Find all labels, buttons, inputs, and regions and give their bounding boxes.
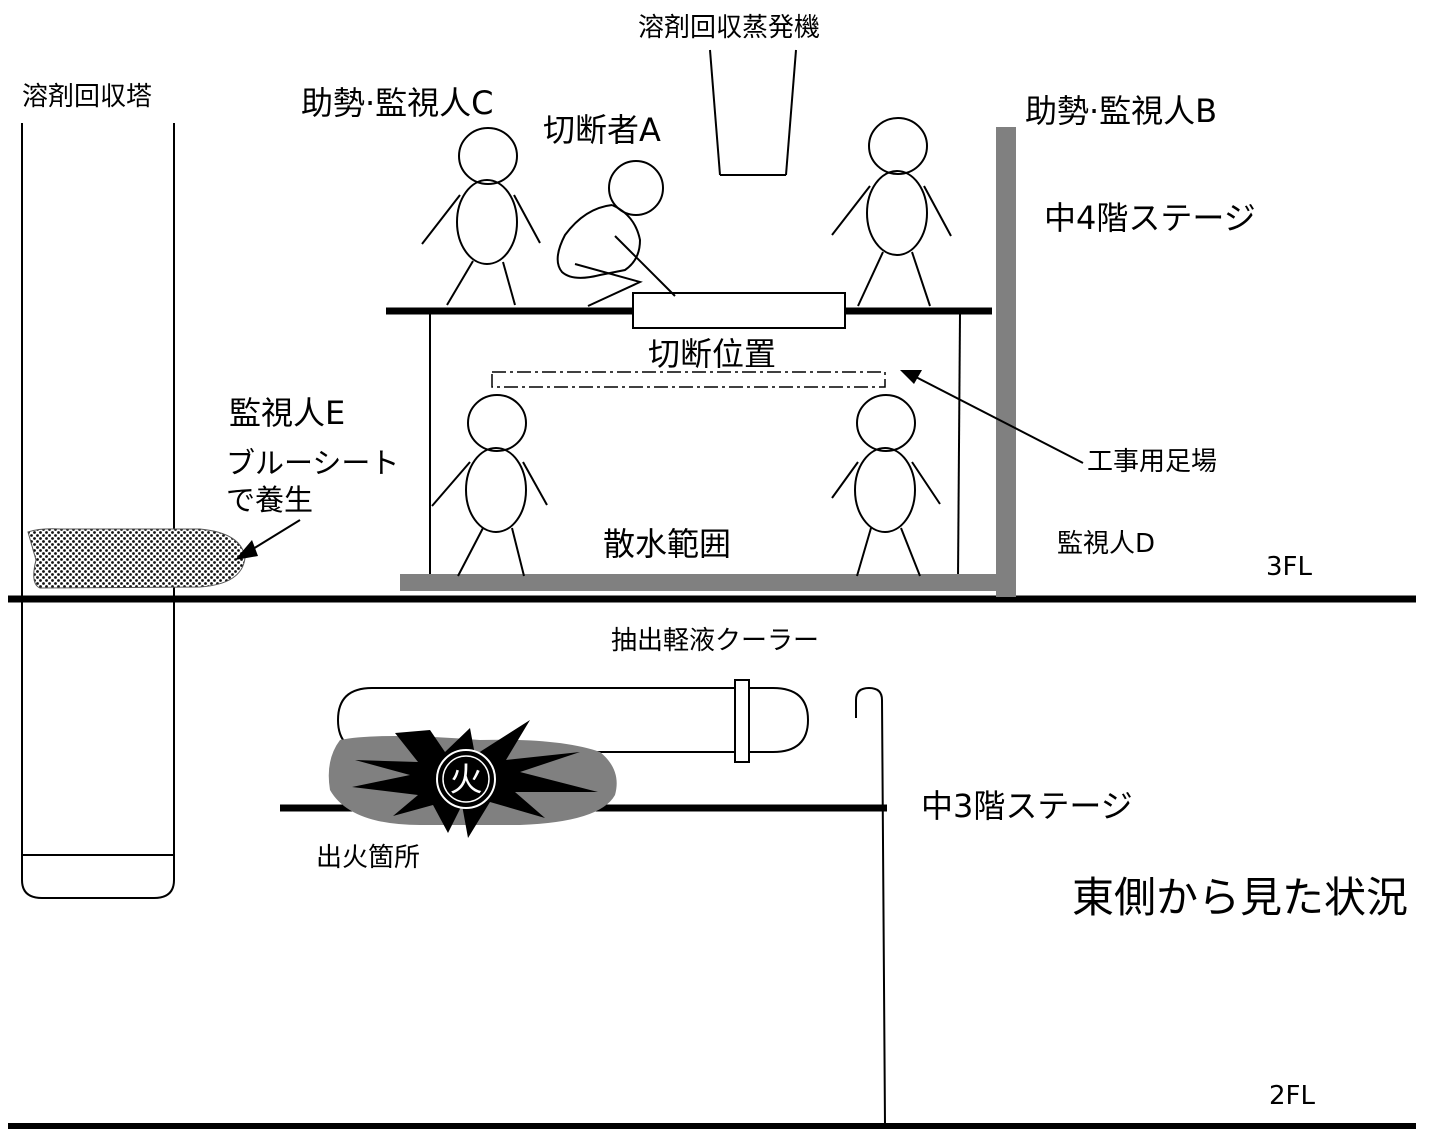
stage-mid4-label: 中4階ステージ	[1044, 199, 1256, 237]
tower-label: 溶剤回収塔	[22, 82, 153, 112]
fire-symbol-text: 火	[450, 760, 483, 799]
fire-origin-label: 出火箇所	[316, 843, 421, 873]
construction-scaffold	[429, 313, 961, 579]
person-assistant-c	[421, 127, 541, 306]
light-liquid-cooler	[336, 679, 810, 763]
floor-3fl-label: 3FL	[1266, 552, 1312, 582]
evaporator-label: 溶剤回収蒸発機	[638, 13, 821, 43]
scaffold-arrowhead	[900, 370, 922, 384]
blue-sheet-arrow	[247, 519, 301, 553]
cut-position-label: 切断位置	[648, 335, 777, 373]
scaffold-dashed-outline	[491, 371, 886, 388]
blue-sheet-label-line1: ブルーシート	[226, 446, 400, 480]
person-cutter-a	[556, 160, 676, 307]
scaffold-arrow	[911, 374, 1084, 464]
person-assistant-b	[831, 117, 952, 307]
scaffold-wall	[996, 127, 1016, 597]
stage-mid3-label: 中3階ステージ	[921, 787, 1133, 825]
spray-range-label: 散水範囲	[603, 525, 732, 563]
scaffold-label: 工事用足場	[1087, 447, 1218, 477]
watcher-e-label: 監視人E	[229, 394, 346, 432]
view-title: 東側から見た状況	[1072, 873, 1409, 922]
water-spray-floor	[400, 574, 1016, 591]
blue-sheet-arrowhead	[235, 540, 258, 560]
blue-sheet-cover	[27, 528, 246, 589]
vertical-pipe	[855, 686, 886, 1127]
cut-position-box	[632, 292, 846, 329]
fire-symbol-icon: 火	[436, 749, 496, 809]
person-lower-right	[831, 394, 941, 577]
floor-2fl-label: 2FL	[1269, 1081, 1315, 1111]
solvent-evaporator	[709, 49, 797, 176]
person-lower-left	[431, 394, 548, 577]
assistant-b-label: 助勢·監視人B	[1025, 92, 1218, 130]
cooler-label: 抽出軽液クーラー	[611, 626, 820, 656]
blue-sheet-label-line2: で養生	[226, 483, 314, 517]
cutter-a-label: 切断者A	[543, 111, 661, 149]
assistant-c-label: 助勢·監視人C	[301, 84, 494, 122]
solvent-recovery-tower	[21, 123, 175, 899]
watcher-d-label: 監視人D	[1057, 529, 1156, 559]
